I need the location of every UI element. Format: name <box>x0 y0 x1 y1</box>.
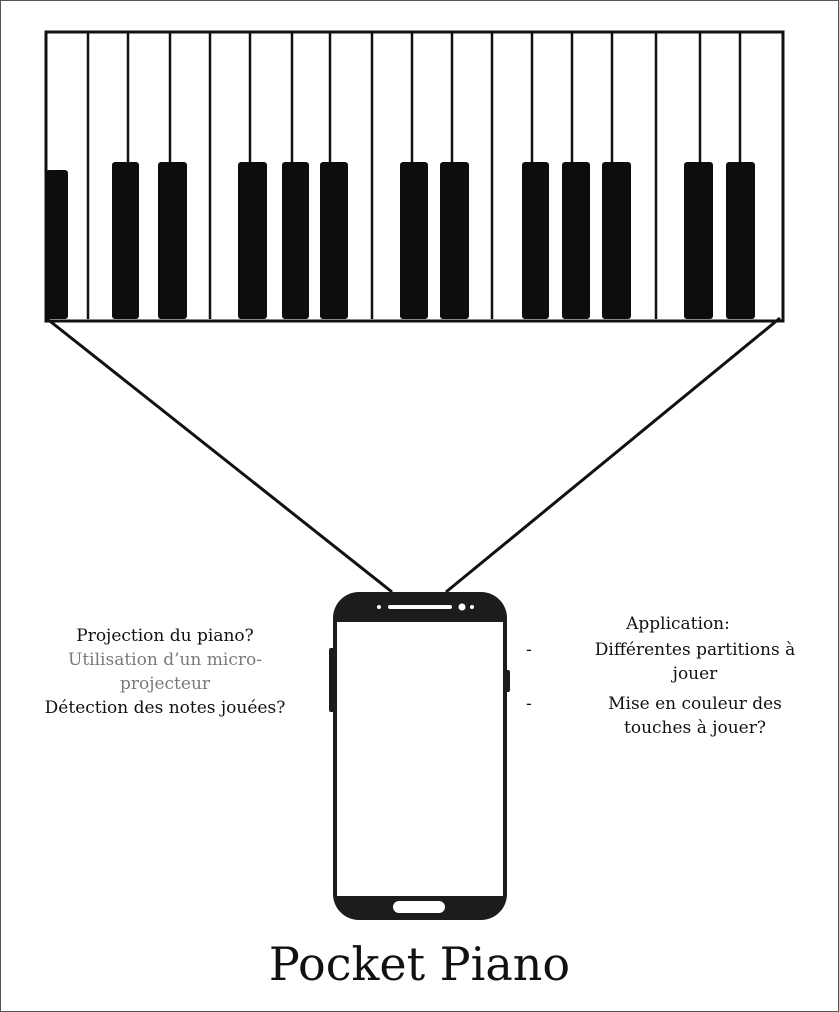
note-micro-projector-line2: projecteur <box>119 674 211 694</box>
application-item-line: jouer <box>672 664 718 684</box>
black-key <box>440 162 469 319</box>
piano-keyboard-icon <box>44 30 785 323</box>
phone-sensor <box>377 605 381 609</box>
note-projection: Projection du piano? <box>76 626 254 646</box>
bullet-dash: - <box>526 694 532 714</box>
phone-light-sensor <box>470 605 474 609</box>
black-key <box>726 162 755 319</box>
black-key <box>46 170 68 319</box>
projection-line-right <box>445 316 781 594</box>
black-keys <box>46 162 755 319</box>
phone-speaker <box>388 605 452 609</box>
black-key <box>238 162 267 319</box>
black-key <box>562 162 590 319</box>
black-key <box>282 162 309 319</box>
black-key <box>112 162 139 319</box>
note-detection: Détection des notes jouées? <box>44 698 286 718</box>
application-item-line: touches à jouer? <box>624 718 766 738</box>
black-key <box>684 162 713 319</box>
black-key <box>522 162 549 319</box>
note-micro-projector-line1: Utilisation d’un micro- <box>68 650 262 670</box>
phone-screen <box>337 622 503 896</box>
phone-home-button <box>393 901 445 913</box>
smartphone-icon <box>329 592 510 920</box>
black-key <box>158 162 187 319</box>
black-key <box>400 162 428 319</box>
page-title: Pocket Piano <box>268 937 571 991</box>
application-item-line: Différentes partitions à <box>594 640 796 660</box>
left-notes: Projection du piano? Utilisation d’un mi… <box>0 624 330 720</box>
application-heading: Application: <box>626 614 730 634</box>
black-key <box>320 162 348 319</box>
phone-camera <box>458 603 466 611</box>
bullet-dash: - <box>526 640 532 660</box>
application-item-line: Mise en couleur des <box>608 694 782 714</box>
projection-line-left <box>45 316 393 594</box>
black-key <box>602 162 631 319</box>
